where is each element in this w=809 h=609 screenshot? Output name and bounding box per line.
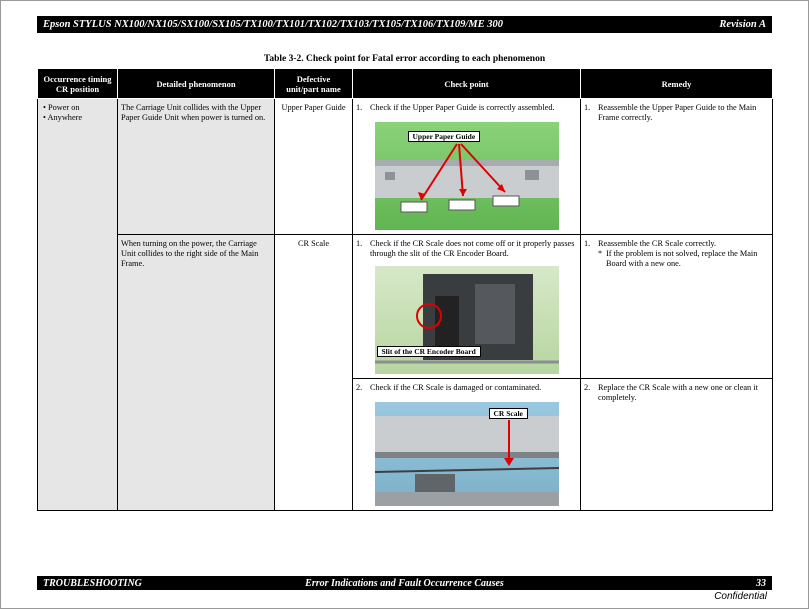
footer-section: TROUBLESHOOTING [43,577,142,589]
header-part: Defective unit/part name [274,68,353,99]
header-timing-line1: Occurrence timing [43,73,112,84]
table-row: Power on Anywhere The Carriage Unit coll… [37,98,773,511]
cr-scale-photo: CR Scale [374,402,559,506]
table-row: 2. Check if the CR Scale is damaged or c… [38,378,773,511]
cr-encoder-illustration [374,274,559,364]
upper-paper-guide-photo: Upper Paper Guide [374,122,559,230]
remedy-note: * If the problem is not solved, replace … [598,249,769,269]
check-step: 1. Check if the Upper Paper Guide is cor… [356,103,577,113]
note-text: If the problem is not solved, replace th… [606,249,758,268]
table-title: Table 3-2. Check point for Fatal error a… [263,54,546,64]
footer-chapter: Error Indications and Fault Occurrence C… [305,577,504,589]
step-number: 1. [356,103,363,112]
check-step: 2. Check if the CR Scale is damaged or c… [356,383,577,393]
timing-list: Power on Anywhere [41,103,114,123]
footer-bar: TROUBLESHOOTING Error Indications and Fa… [37,576,772,590]
check-cell: 1. Check if the Upper Paper Guide is cor… [352,98,581,235]
header-title: Epson STYLUS NX100/NX105/SX100/SX105/TX1… [43,19,504,30]
header-check: Check point [352,68,581,99]
confidential-label: Confidential [714,591,767,602]
step-text: Reassemble the CR Scale correctly. [598,239,717,248]
checkpoint-table: Occurrence timing CR position Detailed p… [37,68,773,511]
header-part-line1: Defective [296,73,331,84]
remedy-step: 1. Reassemble the CR Scale correctly. [584,239,769,249]
header-bar: Epson STYLUS NX100/NX105/SX100/SX105/TX1… [37,16,772,33]
part-cell: CR Scale [274,234,353,511]
timing-item: Power on [43,103,114,113]
timing-cell: Power on Anywhere [37,98,118,511]
remedy-step: 1. Reassemble the Upper Paper Guide to t… [584,103,769,123]
header-part-line2: unit/part name [286,83,341,94]
header-timing-line2: CR position [55,83,100,94]
check-step: 1. Check if the CR Scale does not come o… [356,239,577,259]
remedy-cell: 1. Reassemble the Upper Paper Guide to t… [580,98,773,235]
phenomenon-cell: The Carriage Unit collides with the Uppe… [117,98,275,235]
timing-item: Anywhere [43,113,114,123]
step-number: 2. [356,383,363,392]
upper-paper-guide-illustration [374,143,559,213]
note-marker: * [598,249,603,258]
callout-upper-paper-guide: Upper Paper Guide [407,131,481,142]
part-cell: Upper Paper Guide [274,98,353,235]
cr-scale-illustration [374,416,559,506]
step-text: Check if the CR Scale is damaged or cont… [370,383,542,392]
step-text: Check if the Upper Paper Guide is correc… [370,103,555,112]
callout-cr-encoder-slit: Slit of the CR Encoder Board [376,346,481,357]
header-timing: Occurrence timing CR position [37,68,118,99]
step-number: 1. [584,239,591,248]
remedy-cell: 1. Reassemble the CR Scale correctly. * … [580,234,773,379]
step-text: Check if the CR Scale does not come off … [370,239,575,258]
cr-encoder-photo: Slit of the CR Encoder Board [374,266,559,374]
table-row: When turning on the power, the Carriage … [38,234,773,511]
remedy-cell: 2. Replace the CR Scale with a new one o… [580,378,773,511]
step-number: 1. [584,103,591,112]
step-number: 2. [584,383,591,392]
header-remedy: Remedy [580,68,773,99]
step-text: Replace the CR Scale with a new one or c… [598,383,758,402]
page-number: 33 [756,577,766,589]
header-revision: Revision A [719,19,766,30]
remedy-step: 2. Replace the CR Scale with a new one o… [584,383,769,403]
check-cell: 2. Check if the CR Scale is damaged or c… [352,378,581,511]
check-cell: 1. Check if the CR Scale does not come o… [352,234,581,379]
step-number: 1. [356,239,363,248]
header-phenomenon: Detailed phenomenon [117,68,275,99]
step-text: Reassemble the Upper Paper Guide to the … [598,103,757,122]
table-header-row: Occurrence timing CR position Detailed p… [37,68,773,99]
callout-cr-scale: CR Scale [488,408,528,419]
phenomenon-cell: When turning on the power, the Carriage … [117,234,275,511]
